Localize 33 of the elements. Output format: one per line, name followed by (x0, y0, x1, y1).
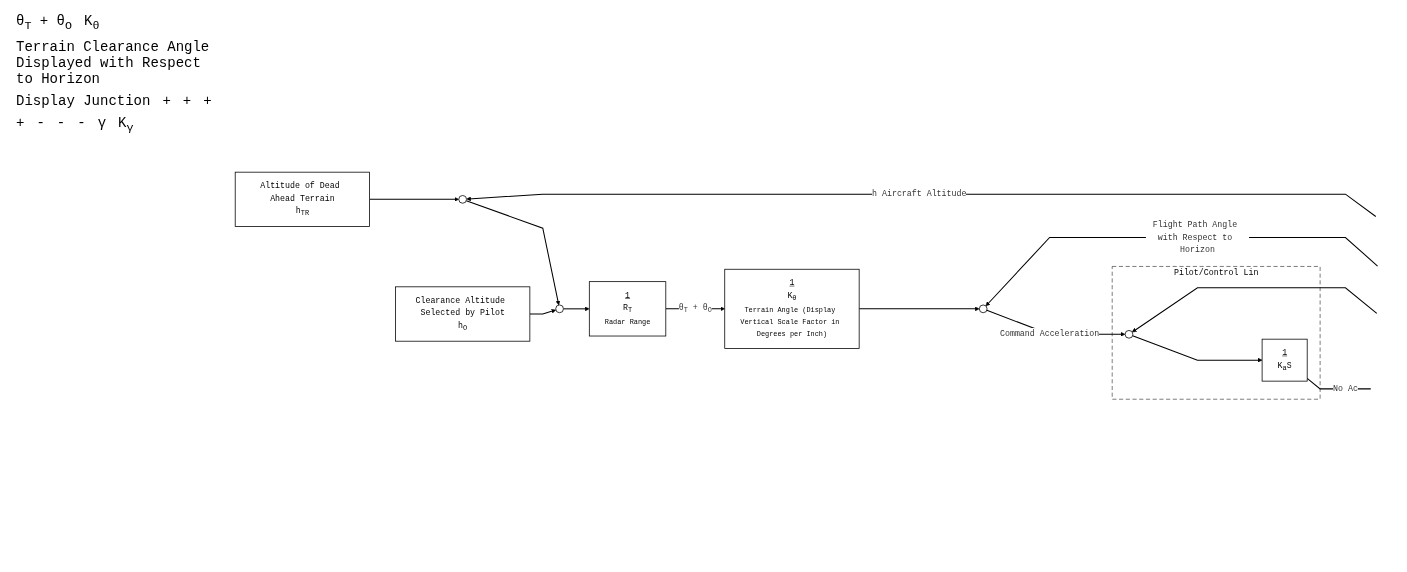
node-circle (978, 304, 988, 314)
label-text: Display Junction (16, 92, 151, 109)
node-box: Clearance Altitude Selected by Pilot h$_{O}$ (395, 286, 531, 342)
node-circle (555, 304, 564, 314)
edge-label: Flight Path Angle with Respect to Horizon (1152, 220, 1238, 255)
node-circle (1124, 330, 1134, 339)
label-text: θ$_{T}$ + θ$_{O}$ (16, 13, 72, 33)
arrow (1132, 287, 1378, 333)
edge-label: h Aircraft Altitude (872, 189, 967, 200)
label-text: + (182, 92, 192, 109)
arrow (466, 193, 1377, 218)
arrow (562, 306, 590, 312)
node-box: 1 K$_{a}$S (1261, 339, 1308, 382)
arrow (369, 197, 459, 202)
label-text: K$_{θ}$ (84, 13, 100, 33)
arrow (465, 200, 561, 306)
edge-label: θ$_{T}$ + θ$_{O}$ (678, 303, 712, 315)
label-text: - (56, 114, 66, 131)
node-box: Altitude of Dead Ahead Terrain h$_{TR}$ (234, 172, 370, 228)
label-text: + (203, 92, 212, 109)
edge-label: No Ac (1333, 384, 1358, 394)
label-text: - (36, 114, 45, 131)
edge-label: Command Acceleration (999, 329, 1100, 340)
arrow (1132, 335, 1263, 363)
arrow (529, 309, 557, 315)
label-text: K$_{γ}$ (118, 114, 134, 135)
node-circle (458, 195, 467, 204)
label-text: + (16, 114, 25, 131)
label-text: + (162, 92, 171, 109)
label-text: - (77, 114, 86, 131)
label-text: γ (97, 114, 107, 131)
arrow (858, 306, 980, 312)
label-text: Terrain Clearance Angle Displayed with Respect to Horizon (16, 38, 211, 87)
